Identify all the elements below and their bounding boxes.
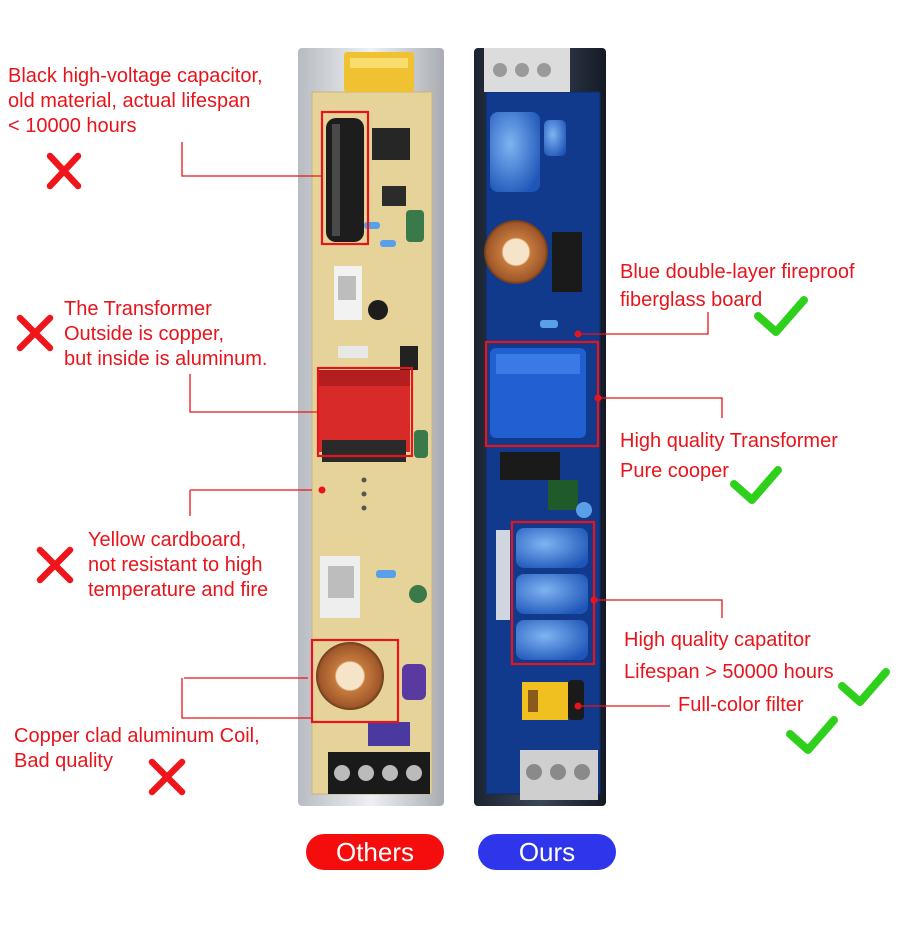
ours-filter-label: Full-color filter: [678, 694, 804, 716]
others-coil-box: [310, 638, 400, 724]
label-line: but inside is aluminum.: [64, 348, 268, 370]
label-line: old material, actual lifespan: [8, 90, 251, 112]
check-mark-icon: [730, 466, 782, 504]
others-button[interactable]: Others: [306, 834, 444, 870]
label-line: temperature and fire: [88, 579, 269, 601]
label-line: Yellow cardboard,: [88, 529, 247, 551]
label-line: not resistant to high: [88, 554, 263, 576]
others-transformer-label: The Transformer Outside is copper, but i…: [64, 297, 267, 372]
label-line: Blue double-layer fireproof: [620, 261, 855, 283]
cross-mark-icon: [148, 758, 186, 796]
ours-button[interactable]: Ours: [478, 834, 616, 870]
cross-mark-icon: [16, 314, 54, 352]
check-mark-icon: [838, 668, 890, 706]
check-mark-icon: [786, 716, 838, 754]
label-line: fiberglass board: [620, 289, 763, 311]
label-line: Lifespan > 50000 hours: [624, 661, 834, 683]
ours-capacitor-box: [510, 520, 596, 666]
label-line: Bad quality: [14, 750, 113, 772]
label-line: Outside is copper,: [64, 323, 225, 345]
label-line: Copper clad aluminum Coil,: [14, 725, 260, 747]
ours-board-label: Blue double-layer fireproof fiberglass b…: [620, 258, 855, 314]
label-line: High quality capatitor: [624, 629, 811, 651]
label-line: High quality Transformer: [620, 430, 838, 452]
label-line: Pure cooper: [620, 460, 729, 482]
others-pcb: [298, 48, 444, 806]
check-mark-icon: [754, 296, 808, 336]
ours-transformer-label: High quality Transformer Pure cooper: [620, 426, 838, 486]
cross-mark-icon: [46, 152, 82, 190]
others-capacitor-box: [320, 110, 370, 246]
label-line: < 10000 hours: [8, 115, 137, 137]
others-capacitor-label: Black high-voltage capacitor, old materi…: [8, 64, 263, 139]
others-coil-label: Copper clad aluminum Coil, Bad quality: [14, 724, 260, 774]
ours-transformer-box: [484, 340, 600, 448]
ours-pcb: [474, 48, 606, 806]
callout-lines: [181, 142, 723, 719]
label-line: The Transformer: [64, 298, 212, 320]
label-line: Black high-voltage capacitor,: [8, 65, 263, 87]
ours-capacitor-label: High quality capatitor Lifespan > 50000 …: [624, 624, 834, 688]
cross-mark-icon: [36, 546, 74, 584]
others-board-label: Yellow cardboard, not resistant to high …: [88, 528, 268, 603]
